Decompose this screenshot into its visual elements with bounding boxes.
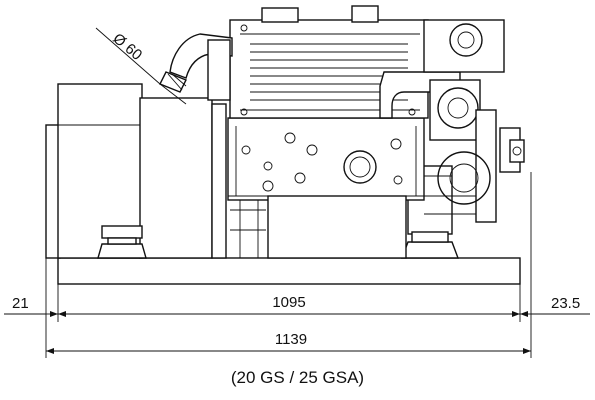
svg-text:Ø 60: Ø 60 <box>109 30 145 64</box>
exhaust-elbow <box>159 33 233 101</box>
engine-mount-left <box>97 225 147 259</box>
base-frame <box>57 257 521 285</box>
svg-text:1095: 1095 <box>272 294 305 311</box>
dimension-23-5: 23.5 <box>520 295 590 317</box>
dimension-21: 21 <box>4 295 58 317</box>
alternator <box>45 83 227 259</box>
svg-text:23.5: 23.5 <box>551 295 580 312</box>
dimension-1139: 1139 <box>46 331 531 354</box>
engine-front-accessories <box>379 19 525 223</box>
model-caption: (20 GS / 25 GSA) <box>230 368 365 387</box>
cylinder-head <box>229 5 429 119</box>
svg-text:21: 21 <box>12 295 29 312</box>
dimension-1095: 1095 <box>58 294 520 317</box>
svg-text:1139: 1139 <box>275 331 307 348</box>
engine-block <box>227 117 425 259</box>
